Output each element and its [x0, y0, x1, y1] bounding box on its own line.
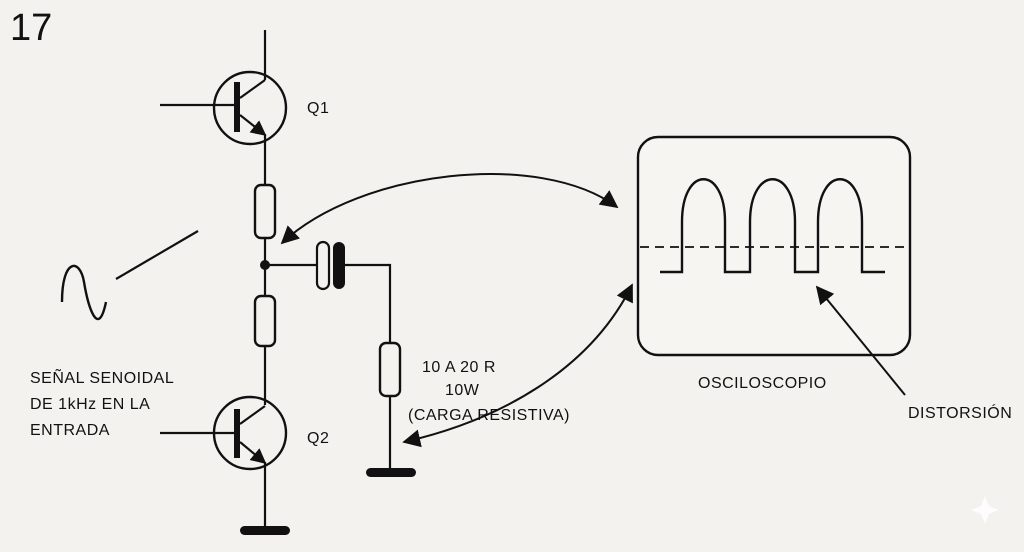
sine-wave-symbol [60, 264, 108, 321]
probe-arrow-junction [280, 173, 619, 245]
oscilloscope-label: OSCILOSCOPIO [698, 375, 827, 392]
load-type-label: (CARGA RESISTIVA) [408, 407, 570, 424]
ground-symbol-load [366, 468, 416, 477]
figure-number: 17 [10, 7, 52, 49]
lower-emitter-resistor [253, 294, 277, 348]
input-label-line-1: SEÑAL SENOIDAL [30, 367, 174, 387]
oscilloscope [636, 135, 912, 357]
oscilloscope-screen [636, 135, 912, 357]
input-label-line-3: ENTRADA [30, 422, 110, 439]
input-signal-label: SEÑAL SENOIDAL DE 1kHz EN LA ENTRADA [30, 367, 179, 439]
distortion-label: DISTORSIÓN [908, 403, 1012, 422]
load-value-label: 10 A 20 R [422, 359, 496, 376]
upper-emitter-resistor [253, 183, 277, 240]
distorted-waveform [660, 178, 885, 274]
load-resistor [378, 341, 402, 398]
input-pointer-line [115, 230, 199, 280]
load-power-label: 10W [445, 382, 480, 399]
probe-arrow-load [402, 283, 633, 448]
wire-to-load [345, 263, 392, 343]
q2-label: Q2 [307, 430, 329, 447]
ground-symbol-main [240, 526, 290, 535]
q1-label: Q1 [307, 100, 329, 117]
transistor-q1 [160, 70, 288, 146]
sparkle-icon [971, 496, 999, 524]
transistor-q2 [160, 395, 288, 471]
distortion-arrow [815, 285, 906, 396]
input-label-line-2: DE 1kHz EN LA [30, 396, 150, 413]
coupling-capacitor [315, 240, 345, 291]
